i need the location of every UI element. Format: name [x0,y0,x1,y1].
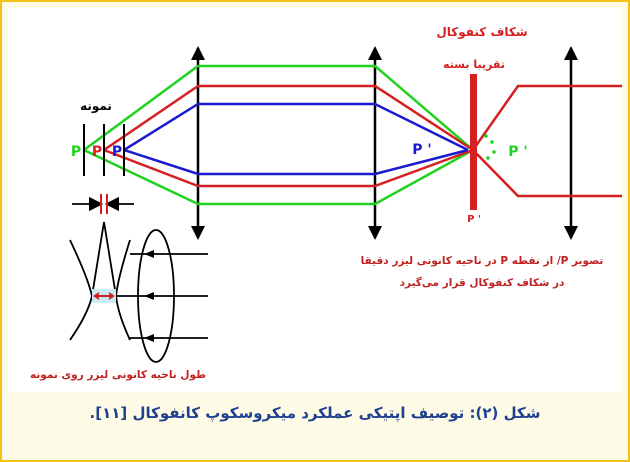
focus-inset [69,221,208,363]
label-p-green: P [71,144,81,160]
lens-2 [368,46,382,240]
focal-width-indicator [72,194,134,214]
label-nearly-closed: تقریبا بسته [443,58,505,71]
lens-3 [564,46,578,240]
figure-caption: شکل (۲): توصیف اپتیکی عملکرد میکروسکوپ ک… [89,404,541,422]
lens-1 [191,46,205,240]
label-focal-length: طول ناحیه کانونی لیزر روی نمونه [30,369,206,381]
sample-ticks [83,124,125,176]
green-dots [484,134,496,160]
label-pinhole-title: شکاف کنفوکال [436,25,527,40]
note-line-1: تصویر P/ از نقطه P در ناحیه کانونی لیزر … [361,255,604,267]
red-rays [103,84,622,198]
green-rays [83,64,474,206]
label-p-prime-red: P ' [467,214,481,225]
focal-length-marker [92,289,116,303]
confocal-pinhole [470,74,477,210]
label-p-prime-green: P ' [508,144,527,160]
inset-arrows [144,250,154,342]
label-p-prime-blue: P ' [412,142,431,158]
label-sample: نمونه [80,99,112,114]
label-p-red: P [92,144,102,160]
note-line-2: در شکاف کنفوکال قرار می‌گیرد [400,276,565,289]
label-p-blue: P [112,144,122,160]
confocal-diagram: شکاف کنفوکال تقریبا بسته نمونه P P P P '… [8,8,622,392]
blue-rays [123,102,469,176]
